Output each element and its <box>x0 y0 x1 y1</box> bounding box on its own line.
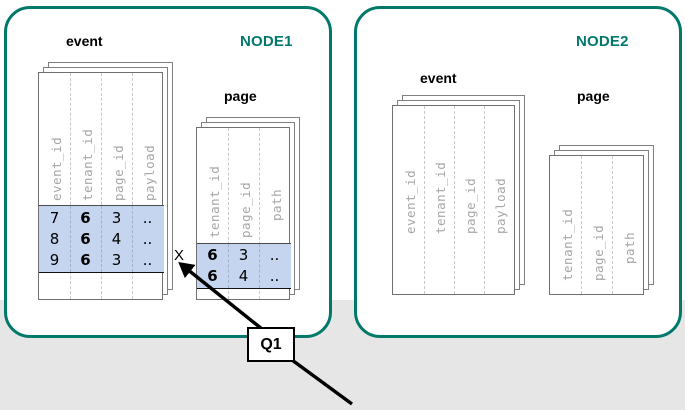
cross-mark-label: X <box>174 247 185 264</box>
table-cell: .. <box>269 246 280 264</box>
column-separator <box>259 244 260 288</box>
node-label-node1: NODE1 <box>240 33 293 50</box>
column-separator <box>581 156 582 294</box>
table-cell: 6 <box>80 209 91 227</box>
table-title-event-node2: event <box>420 70 457 86</box>
query-callout-q1[interactable]: Q1 <box>247 327 295 362</box>
table-card-front: tenant_id page_id path <box>549 155 644 295</box>
table-cell: 6 <box>80 251 91 269</box>
table-card-front: event_id tenant_id page_id payload <box>392 105 515 295</box>
column-separator <box>101 206 102 272</box>
column-separator <box>228 244 229 288</box>
column-header-path: path <box>269 188 284 221</box>
column-separator <box>101 73 102 299</box>
table-cell: 3 <box>111 251 122 269</box>
column-header-page_id: page_id <box>238 181 253 238</box>
column-header-event_id: event_id <box>403 169 418 234</box>
table-cell: 7 <box>49 209 60 227</box>
table-cell: 6 <box>207 267 218 285</box>
table-card-front: event_id tenant_id page_id payload 7 6 3… <box>38 72 164 300</box>
column-separator <box>612 156 613 294</box>
table-event-node1: event_id tenant_id page_id payload 7 6 3… <box>38 62 173 310</box>
table-event-node2: event_id tenant_id page_id payload <box>392 95 525 305</box>
column-separator <box>70 206 71 272</box>
column-header-tenant_id: tenant_id <box>80 128 95 201</box>
table-cell: 6 <box>207 246 218 264</box>
table-cell: 9 <box>49 251 60 269</box>
column-header-tenant_id: tenant_id <box>207 165 222 238</box>
column-separator <box>259 128 260 299</box>
table-title-page-node1: page <box>224 88 257 104</box>
column-separator <box>484 106 485 294</box>
column-header-event_id: event_id <box>49 136 64 201</box>
table-title-event-node1: event <box>66 33 103 49</box>
table-title-page-node2: page <box>577 88 610 104</box>
table-cell: 4 <box>238 267 249 285</box>
column-separator <box>132 73 133 299</box>
column-separator <box>132 206 133 272</box>
column-header-payload: payload <box>493 177 508 234</box>
table-cell: .. <box>142 251 153 269</box>
column-header-page_id: page_id <box>463 177 478 234</box>
table-cell: 3 <box>111 209 122 227</box>
column-separator <box>70 73 71 299</box>
column-header-payload: payload <box>142 144 157 201</box>
column-header-tenant_id: tenant_id <box>433 161 448 234</box>
table-cell: .. <box>142 230 153 248</box>
highlighted-rows-page-node1: 6 3 .. 6 4 .. <box>197 243 291 289</box>
node-label-node2: NODE2 <box>576 33 629 50</box>
table-cell: 4 <box>111 230 122 248</box>
column-header-tenant_id: tenant_id <box>560 208 575 281</box>
column-separator <box>228 128 229 299</box>
table-page-node1: tenant_id page_id path 6 3 .. 6 4 .. <box>196 117 300 310</box>
table-page-node2: tenant_id page_id path <box>549 145 654 305</box>
column-header-page_id: page_id <box>111 144 126 201</box>
table-cell: .. <box>142 209 153 227</box>
table-cell: 3 <box>238 246 249 264</box>
column-separator <box>424 106 425 294</box>
table-card-front: tenant_id page_id path 6 3 .. 6 4 .. <box>196 127 291 300</box>
column-header-page_id: page_id <box>591 224 606 281</box>
column-header-path: path <box>622 231 637 264</box>
highlighted-rows-event-node1: 7 6 3 .. 8 6 4 .. 9 6 3 .. <box>39 205 164 273</box>
table-cell: 6 <box>80 230 91 248</box>
table-cell: 8 <box>49 230 60 248</box>
column-separator <box>454 106 455 294</box>
table-cell: .. <box>269 267 280 285</box>
